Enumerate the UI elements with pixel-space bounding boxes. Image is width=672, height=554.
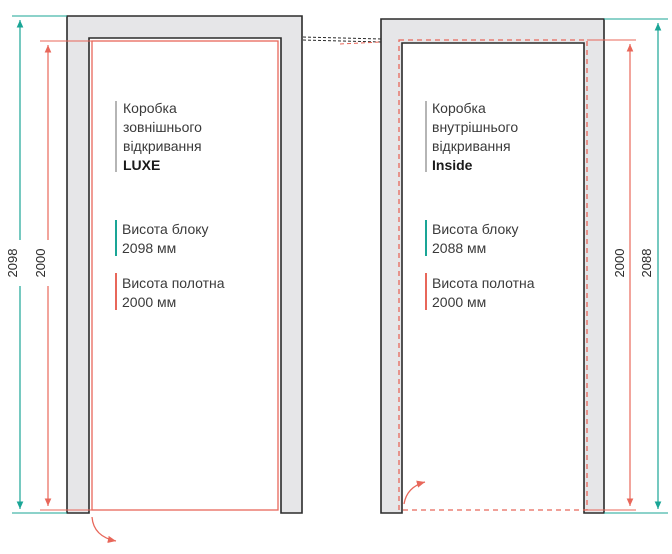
left-door-swing-arrow [91, 516, 117, 543]
right-leaf-height-value: 2000 мм [432, 294, 486, 310]
left-door-frame [66, 15, 303, 514]
left-leaf-height-label: Висота полотна [122, 275, 225, 291]
left-heading-line-3: відкривання [123, 138, 202, 154]
left-model-name: LUXE [123, 157, 160, 173]
left-leaf-height-dimension-text: 2000 [33, 249, 48, 278]
right-model-name: Inside [432, 157, 473, 173]
right-block-height-dimension-text: 2088 [639, 249, 654, 278]
right-block-height-label: Висота блоку [432, 221, 519, 237]
right-inner-dim-label-bg [611, 240, 629, 286]
left-door-leaf-outline [91, 40, 279, 511]
right-door-leaf-outline [398, 39, 588, 511]
right-door-frame [380, 18, 605, 514]
right-heading-line-1: Коробка [432, 100, 486, 116]
right-leaf-height-label: Висота полотна [432, 275, 535, 291]
left-outer-dim-label-bg [6, 240, 24, 286]
left-leaf-height-value: 2000 мм [122, 294, 176, 310]
left-inner-dim-label-bg [34, 240, 52, 286]
right-heading-line-2: внутрішнього [432, 119, 518, 135]
right-outer-dim-label-bg [638, 240, 656, 286]
left-heading-line-1: Коробка [123, 100, 177, 116]
height-difference-connector [302, 36, 382, 45]
connector-black-line-2 [302, 39, 382, 43]
connector-black-line-1 [302, 36, 382, 40]
left-heading-line-2: зовнішнього [123, 119, 202, 135]
left-block-height-value: 2098 мм [122, 240, 176, 256]
right-door-swing-arrow [403, 480, 426, 505]
right-heading-line-3: відкривання [432, 138, 511, 154]
right-leaf-height-dimension-text: 2000 [612, 249, 627, 278]
left-block-height-label: Висота блоку [122, 221, 209, 237]
left-door-assembly: 2098 2000 Коробка зовнішнього відкриванн… [5, 15, 303, 543]
right-block-height-value: 2088 мм [432, 240, 486, 256]
left-block-height-dimension-text: 2098 [5, 249, 20, 278]
right-door-assembly: 2000 2088 Коробка внутрішнього відкриван… [380, 18, 668, 514]
